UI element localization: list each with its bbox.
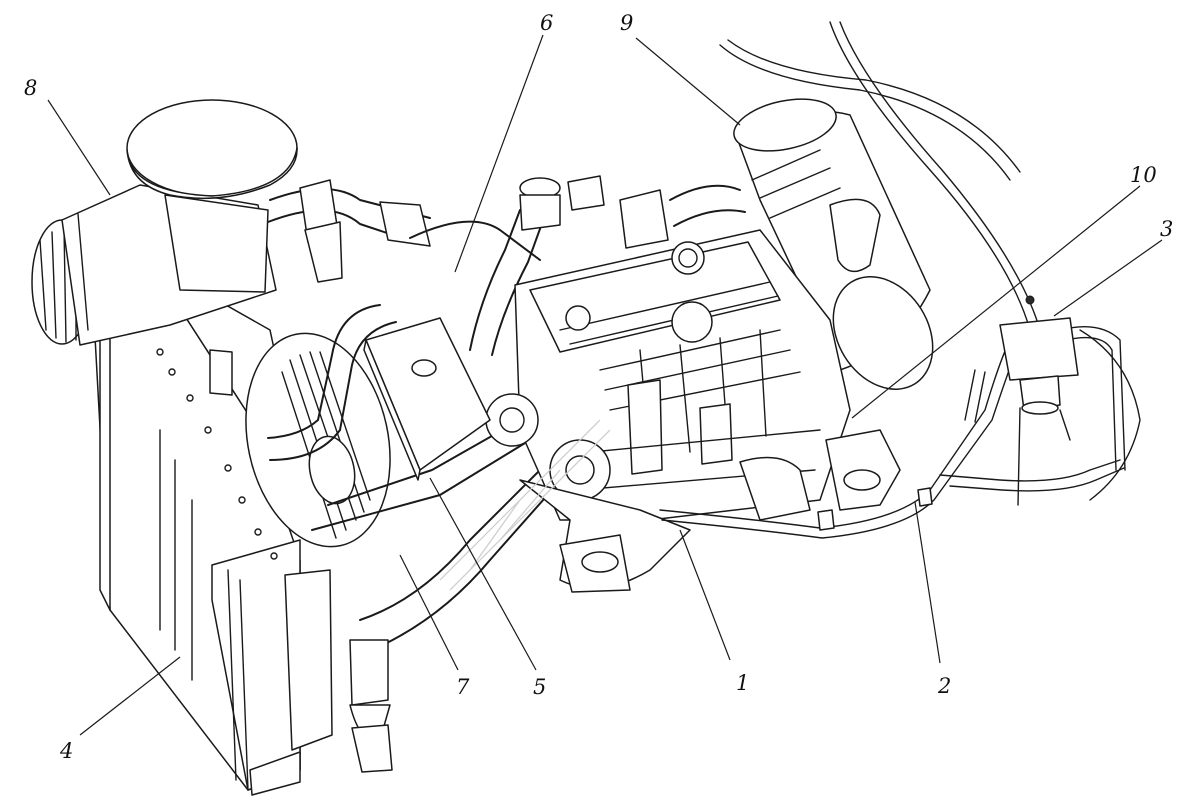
callout-1: 1 <box>736 671 749 695</box>
charge-air-pipes <box>267 304 553 773</box>
cooling-fan <box>245 332 391 548</box>
callout-2: 2 <box>937 674 951 698</box>
callout-10: 10 <box>1130 163 1157 187</box>
intake-pipe <box>267 179 541 283</box>
callout-5: 5 <box>533 675 546 699</box>
turbo-inlet-pipe <box>469 177 561 356</box>
watermark <box>439 419 611 591</box>
fuel-lines <box>659 21 1141 539</box>
callout-3: 3 <box>1160 217 1173 241</box>
callout-7: 7 <box>456 675 470 699</box>
leader-lines <box>47 34 1163 736</box>
air-cleaner <box>31 99 298 346</box>
callout-6: 6 <box>540 11 553 35</box>
callout-8: 8 <box>24 76 37 100</box>
engine-block <box>485 175 901 593</box>
control-box <box>363 317 491 481</box>
callout-4: 4 <box>59 739 73 763</box>
callout-9: 9 <box>620 11 633 35</box>
muffler <box>669 98 934 390</box>
callouts: 8 9 6 10 3 4 7 5 1 2 <box>24 11 1173 763</box>
